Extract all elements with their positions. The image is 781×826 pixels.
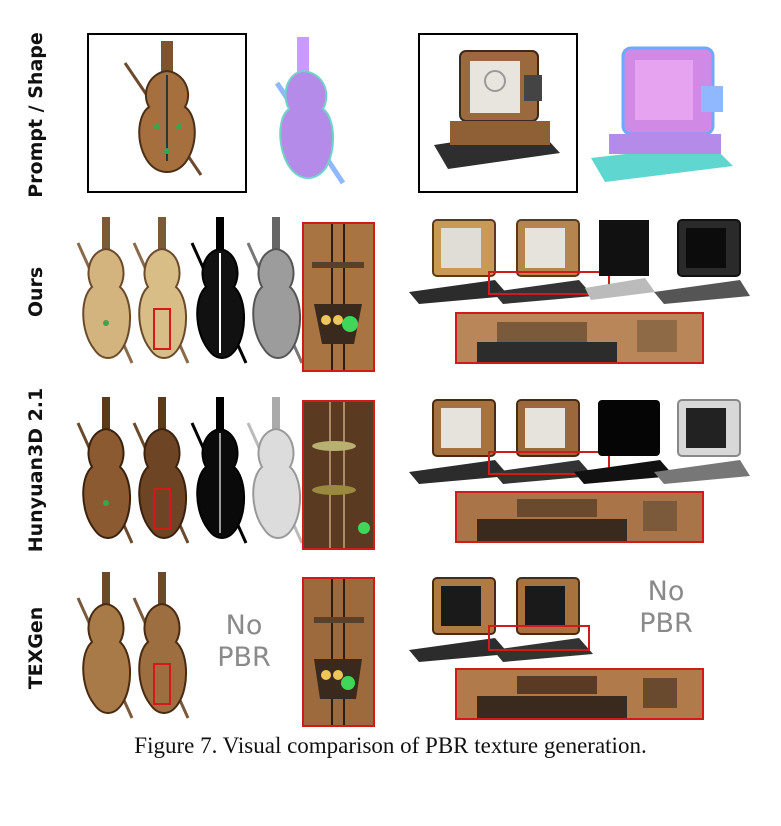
typewriter-prompt-image — [418, 33, 578, 193]
violin-prompt-image — [87, 33, 247, 193]
ours-violin-zoom — [302, 222, 375, 372]
row-label-ours: Ours — [25, 266, 47, 318]
hunyuan-violin-renders — [72, 393, 304, 553]
hunyuan-violin-zoom — [302, 400, 375, 550]
ours-violin-renders — [72, 213, 304, 373]
ours-typewriter-zoom — [455, 312, 704, 364]
texgen-typewriter-renders — [405, 570, 595, 662]
texgen-violin-renders — [72, 568, 192, 728]
row-label-hunyuan: Hunyuan3D 2.1 — [25, 387, 47, 553]
texgen-violin-zoom — [302, 577, 375, 727]
figure-caption: Figure 7. Visual comparison of PBR textu… — [134, 733, 647, 758]
hunyuan-typewriter-zoom — [455, 491, 704, 543]
texgen-no-pbr-violin: No PBR — [217, 610, 271, 673]
row-label-texgen: TEXGen — [25, 606, 47, 690]
texgen-no-pbr-typewriter: No PBR — [639, 576, 693, 639]
row-label-prompt: Prompt / Shape — [25, 32, 47, 198]
texgen-typewriter-zoom — [455, 668, 704, 720]
violin-normal-shape — [263, 33, 353, 193]
ours-typewriter-renders — [405, 212, 750, 304]
hunyuan-typewriter-renders — [405, 392, 750, 484]
typewriter-normal-shape — [583, 40, 753, 192]
